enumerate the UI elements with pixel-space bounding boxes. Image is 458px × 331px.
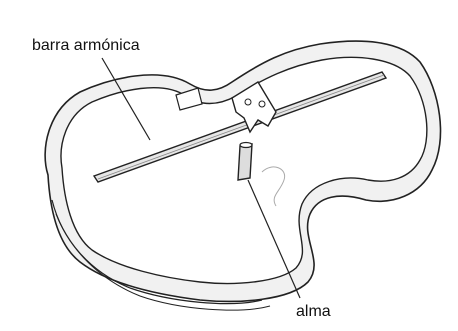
soundpost-top xyxy=(240,143,252,148)
bass-bar-label: barra armónica xyxy=(32,37,140,54)
soundpost-label: alma xyxy=(296,303,331,320)
soundpost xyxy=(238,144,252,180)
